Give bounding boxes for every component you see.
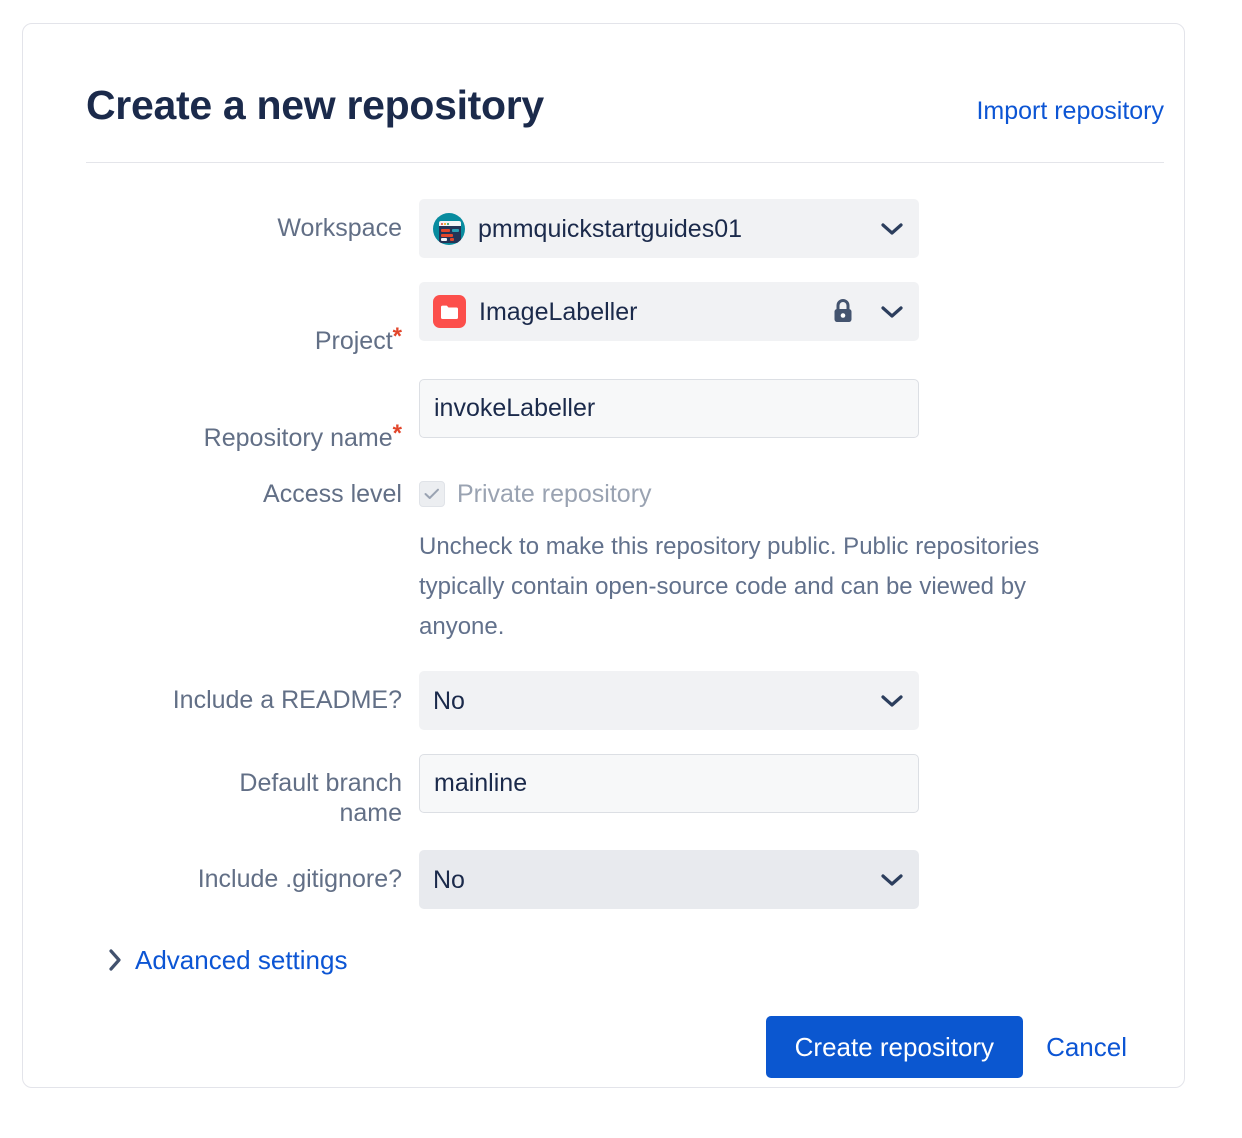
private-repository-checkbox-row: Private repository <box>419 473 1166 515</box>
form-actions: Create repository Cancel <box>765 1016 1127 1078</box>
project-trailing <box>819 298 903 325</box>
workspace-field: pmmquickstartguides01 <box>419 199 1166 258</box>
header-divider <box>86 162 1164 163</box>
import-repository-link[interactable]: Import repository <box>976 97 1164 125</box>
include-gitignore-field: No <box>419 850 1166 909</box>
project-label-text: Project <box>314 327 393 355</box>
repository-name-label: Repository name* <box>86 379 419 453</box>
workspace-value: pmmquickstartguides01 <box>478 214 743 243</box>
workspace-select[interactable]: pmmquickstartguides01 <box>419 199 919 258</box>
include-readme-field: No <box>419 671 1166 730</box>
advanced-settings-toggle[interactable]: Advanced settings <box>108 944 347 976</box>
cancel-button[interactable]: Cancel <box>1046 1032 1127 1062</box>
access-level-field: Private repository Uncheck to make this … <box>419 473 1166 647</box>
page-title: Create a new repository <box>86 82 544 128</box>
repository-name-label-text: Repository name <box>203 424 393 452</box>
project-select[interactable]: ImageLabeller <box>419 282 919 341</box>
include-readme-trailing <box>869 694 903 708</box>
repository-name-row: Repository name* <box>86 379 1166 453</box>
project-row: Project* ImageLabeller <box>86 282 1166 356</box>
card-header: Create a new repository Import repositor… <box>86 81 1164 129</box>
project-field: ImageLabeller <box>419 282 1166 341</box>
include-gitignore-value: No <box>433 865 465 894</box>
repository-name-required-asterisk: * <box>392 420 402 447</box>
chevron-down-icon <box>881 305 903 318</box>
include-gitignore-select[interactable]: No <box>419 850 919 909</box>
access-level-row: Access level Private repository Uncheck … <box>86 473 1166 647</box>
default-branch-input[interactable] <box>419 754 919 813</box>
include-readme-label: Include a README? <box>172 686 402 714</box>
project-required-asterisk: * <box>392 323 402 350</box>
default-branch-row: Default branch name <box>86 754 1166 828</box>
workspace-avatar-icon <box>433 212 465 245</box>
private-repository-checkbox[interactable] <box>419 481 445 507</box>
chevron-down-icon <box>881 694 903 707</box>
workspace-label: Workspace <box>277 214 402 242</box>
include-readme-value: No <box>433 686 465 715</box>
folder-icon <box>433 295 466 328</box>
advanced-settings-label: Advanced settings <box>135 945 348 975</box>
include-gitignore-trailing <box>869 873 903 887</box>
chevron-right-icon <box>108 949 122 971</box>
include-readme-row: Include a README? No <box>86 671 1166 730</box>
include-readme-select[interactable]: No <box>419 671 919 730</box>
default-branch-label: Default branch name <box>239 769 402 827</box>
private-repository-checkbox-label: Private repository <box>457 480 652 508</box>
create-repository-form: Workspace pmmquickstartguides01 <box>86 199 1166 909</box>
create-repository-card: Create a new repository Import repositor… <box>22 23 1185 1088</box>
chevron-down-icon <box>881 222 903 235</box>
lock-icon <box>834 299 852 322</box>
project-value: ImageLabeller <box>479 297 638 326</box>
include-gitignore-row: Include .gitignore? No <box>86 850 1166 909</box>
access-level-label: Access level <box>263 480 402 508</box>
repository-name-field <box>419 379 1166 438</box>
workspace-row: Workspace pmmquickstartguides01 <box>86 199 1166 258</box>
repository-name-input[interactable] <box>419 379 919 438</box>
check-icon <box>424 488 439 499</box>
create-repository-button[interactable]: Create repository <box>765 1016 1024 1078</box>
include-gitignore-label: Include .gitignore? <box>197 865 402 893</box>
project-label: Project* <box>86 282 419 356</box>
access-level-help-text: Uncheck to make this repository public. … <box>419 533 1040 640</box>
chevron-down-icon <box>881 873 903 886</box>
default-branch-field <box>419 754 1166 813</box>
workspace-trailing <box>869 222 903 236</box>
